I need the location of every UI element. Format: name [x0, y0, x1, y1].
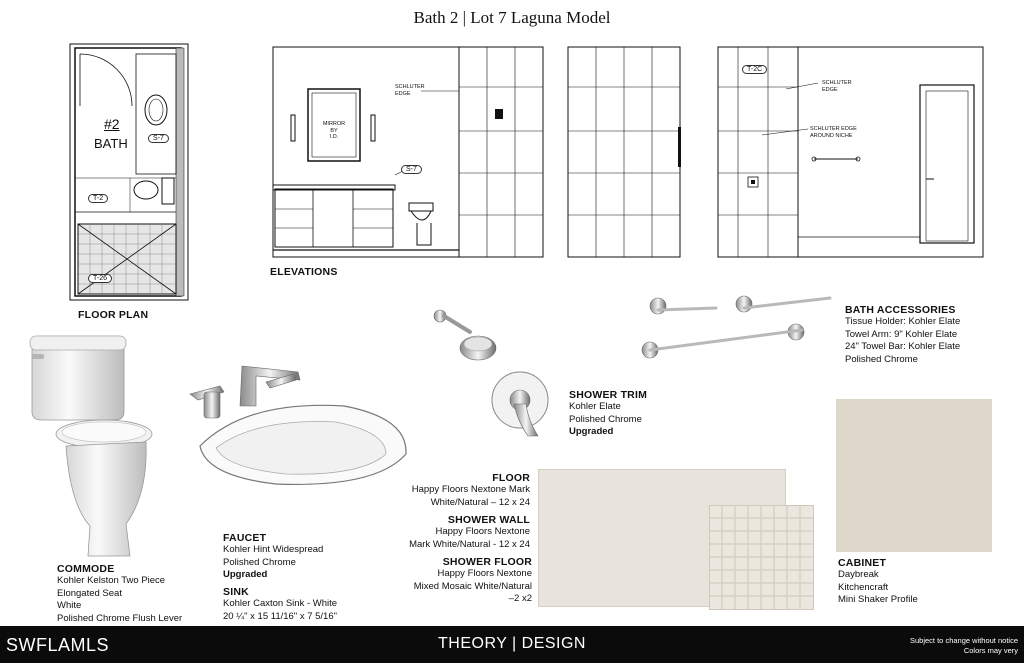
- elevation-tag-t2c: T-2C: [742, 65, 768, 74]
- floor-spec: FLOOR Happy Floors Nextone Mark White/Na…: [380, 472, 530, 509]
- room-number: #2: [104, 116, 120, 132]
- cabinet-heading: CABINET: [838, 557, 887, 569]
- elevations-label: ELEVATIONS: [270, 266, 338, 278]
- elevation-shower-door-lines: [717, 46, 984, 258]
- plan-tag-t2: T-2: [88, 194, 109, 203]
- room-name: BATH: [94, 136, 128, 151]
- commode-heading: COMMODE: [57, 563, 115, 575]
- faucet-heading: FAUCET: [223, 532, 267, 544]
- page-title: Bath 2 | Lot 7 Laguna Model: [413, 8, 611, 27]
- shower-trim-status: Upgraded: [569, 426, 614, 437]
- shower-wall-heading: SHOWER WALL: [447, 514, 530, 526]
- sink-faucet-illustration: [189, 365, 407, 486]
- elevation-shower-door: T-2C SCHLUTER EDGE SCHLUTER EDGE AROUND …: [717, 46, 984, 258]
- cabinet-spec: CABINET Daybreak Kitchencraft Mini Shake…: [838, 557, 918, 605]
- elevation-vanity-lines: [272, 46, 544, 258]
- elevation-shower-wall: [567, 46, 681, 258]
- shower-floor-heading: SHOWER FLOOR: [442, 556, 532, 568]
- mirror-text: MIRROR BY I.D.: [322, 121, 346, 140]
- watermark-logo: SWFLAMLS: [6, 635, 110, 655]
- cabinet-color-swatch: [836, 399, 992, 552]
- floor-plan-label: FLOOR PLAN: [78, 309, 149, 321]
- shower-mosaic-grid: [77, 223, 177, 295]
- elevation-vanity: MIRROR BY I.D. SCHLUTER EDGE S-7: [272, 46, 544, 258]
- floor-plan-drawing: #2 BATH S-7 T-2 T-26: [69, 43, 189, 301]
- faucet-status: Upgraded: [223, 569, 268, 580]
- bath-accessories-image: [640, 292, 836, 362]
- shower-trim-spec: SHOWER TRIM Kohler Elate Polished Chrome…: [569, 389, 648, 437]
- shower-head-image: [432, 304, 504, 364]
- floor-plan-lines: [69, 43, 189, 301]
- elevation-note-schluter-2: SCHLUTER EDGE: [822, 80, 852, 93]
- brand-name: THEORY | DESIGN: [438, 635, 586, 652]
- floor-heading: FLOOR: [492, 472, 530, 484]
- sink-spec: SINK Kohler Caxton Sink - White 20 ¼" x …: [223, 586, 338, 622]
- toilet-illustration: [29, 335, 153, 557]
- shower-wall-spec: SHOWER WALL Happy Floors Nextone Mark Wh…: [380, 514, 530, 551]
- sink-heading: SINK: [223, 586, 249, 598]
- plan-tag-t26: T-26: [88, 274, 113, 283]
- shower-head-illustration: [433, 309, 497, 361]
- mosaic-grid: [710, 506, 813, 609]
- elevation-tag-s7: S-7: [401, 165, 422, 174]
- sink-and-faucet-image: [186, 362, 410, 492]
- shower-floor-spec: SHOWER FLOOR Happy Floors Nextone Mixed …: [380, 556, 532, 606]
- elevation-shower-wall-lines: [567, 46, 681, 258]
- toilet-image: [26, 334, 154, 560]
- commode-spec: COMMODE Kohler Kelston Two Piece Elongat…: [57, 563, 183, 624]
- elevation-note-schluter-niche: SCHLUTER EDGE AROUND NICHE: [810, 126, 857, 139]
- faucet-spec: FAUCET Kohler Hint Widespread Polished C…: [223, 532, 324, 580]
- bath-accessories-heading: BATH ACCESSORIES: [845, 304, 956, 316]
- elevation-note-schluter-1: SCHLUTER EDGE: [395, 84, 425, 97]
- shower-trim-image: [488, 366, 554, 440]
- accessories-illustration: [641, 295, 832, 359]
- shower-floor-mosaic-swatch: [709, 505, 814, 610]
- shower-trim-illustration: [491, 371, 549, 437]
- disclaimer: Subject to change without notice Colors …: [910, 636, 1018, 655]
- shower-trim-heading: SHOWER TRIM: [569, 389, 648, 401]
- bath-accessories-spec: BATH ACCESSORIES Tissue Holder: Kohler E…: [845, 304, 961, 365]
- footer-bar: SWFLAMLS THEORY | DESIGN Subject to chan…: [0, 626, 1024, 663]
- plan-tag-s7: S-7: [148, 134, 169, 143]
